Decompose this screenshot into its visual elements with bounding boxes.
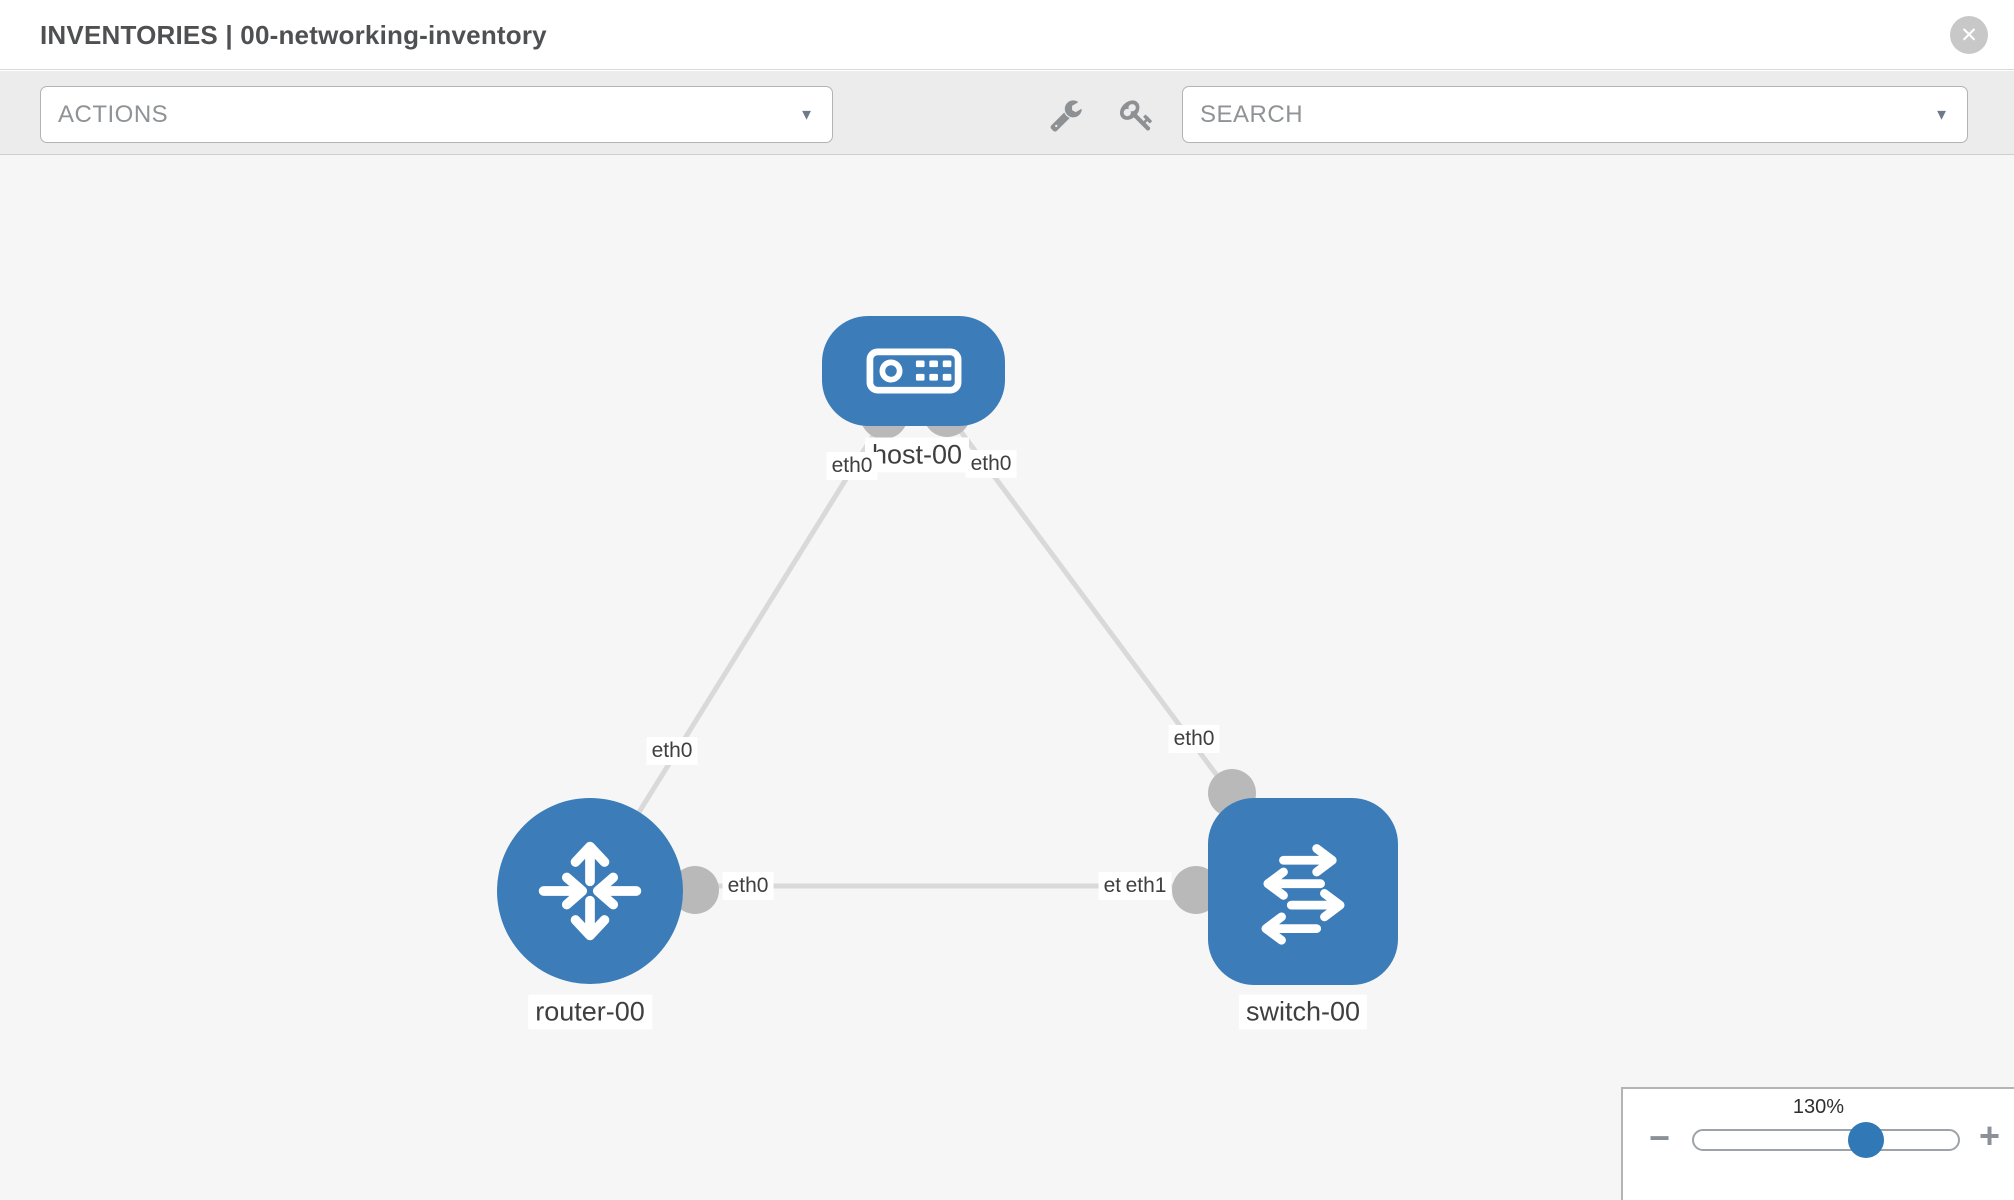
chevron-down-icon: ▼ xyxy=(799,106,814,123)
page-title: INVENTORIES | 00-networking-inventory xyxy=(40,20,547,50)
toolbar: ACTIONS ▼ SEARCH ▼ xyxy=(0,71,2014,155)
key-icon[interactable] xyxy=(1120,98,1154,132)
zoom-out-button[interactable]: − xyxy=(1649,1117,1671,1158)
zoom-level-value: 130% xyxy=(1792,1096,1845,1118)
switch-icon xyxy=(1261,844,1345,945)
interface-label-host-eth0-to-router: eth0 xyxy=(826,452,878,480)
interface-connector xyxy=(671,866,719,914)
node-label-router: router-00 xyxy=(528,994,652,1030)
topology-canvas[interactable]: host-00 router-00 switch-00 eth0 eth0 et… xyxy=(0,155,2014,1200)
topology-links-layer xyxy=(587,389,1306,914)
header: INVENTORIES | 00-networking-inventory ✕ xyxy=(0,0,2014,70)
server-icon xyxy=(866,348,961,394)
actions-dropdown[interactable]: ACTIONS ▼ xyxy=(40,86,833,143)
close-button[interactable]: ✕ xyxy=(1950,16,1988,54)
zoom-slider[interactable] xyxy=(1692,1122,1960,1158)
node-label-switch: switch-00 xyxy=(1238,994,1368,1030)
chevron-down-icon: ▼ xyxy=(1934,106,1949,123)
router-icon xyxy=(538,841,642,941)
node-host-00[interactable] xyxy=(822,316,1005,426)
zoom-panel: 130% − + xyxy=(1621,1087,2014,1200)
close-icon: ✕ xyxy=(1960,23,1978,47)
wrench-icon[interactable] xyxy=(1049,98,1083,132)
search-dropdown-label: SEARCH xyxy=(1200,100,1304,128)
search-dropdown[interactable]: SEARCH ▼ xyxy=(1182,86,1968,143)
node-router-00[interactable] xyxy=(497,798,683,984)
interface-label-switch-eth1-to-router: eth1 xyxy=(1120,872,1172,900)
actions-dropdown-label: ACTIONS xyxy=(58,100,169,128)
node-label-host: host-00 xyxy=(864,437,970,473)
interface-label-switch-eth0-to-host: eth0 xyxy=(1168,725,1220,753)
interface-label-router-eth0-to-switch: eth0 xyxy=(722,872,774,900)
zoom-slider-thumb[interactable] xyxy=(1847,1122,1884,1158)
interface-label-host-eth0-to-switch: eth0 xyxy=(965,450,1017,478)
zoom-in-button[interactable]: + xyxy=(1978,1115,2000,1156)
interface-label-router-eth0-to-host: eth0 xyxy=(646,737,698,765)
node-switch-00[interactable] xyxy=(1208,798,1398,985)
